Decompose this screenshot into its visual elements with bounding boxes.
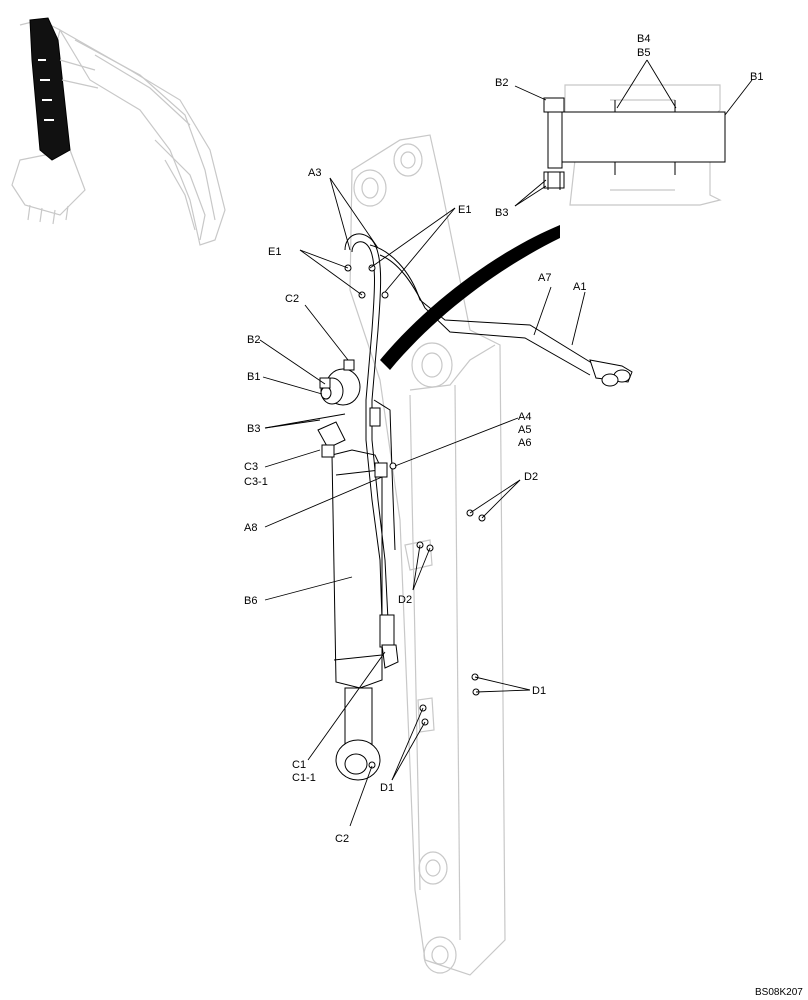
excavator-thumbnail: [11, 17, 226, 246]
label-d1-right: D1: [532, 685, 546, 697]
label-c1: C1: [292, 759, 306, 771]
label-d2-right: D2: [524, 471, 538, 483]
label-d2-mid: D2: [398, 594, 412, 606]
label-e1-right: E1: [458, 204, 471, 216]
leader-lines: [259, 59, 753, 827]
label-b1-main: B1: [247, 371, 260, 383]
label-b2-inset: B2: [495, 77, 508, 89]
label-b3-main: B3: [247, 423, 260, 435]
label-b1-inset: B1: [750, 71, 763, 83]
label-e1-left: E1: [268, 246, 281, 258]
label-a4: A4: [518, 411, 531, 423]
label-c1-1: C1-1: [292, 772, 316, 784]
label-a7: A7: [538, 272, 551, 284]
label-a3: A3: [308, 167, 321, 179]
label-c2-top: C2: [285, 293, 299, 305]
label-a6: A6: [518, 437, 531, 449]
label-a1: A1: [573, 281, 586, 293]
label-b6: B6: [244, 595, 257, 607]
callout-labels: A3 E1 E1 C2 B2 B1 B3 C3 C3-1 A4 A5 A6 A8…: [244, 33, 803, 998]
hose-band: [380, 225, 560, 370]
arm-body: [349, 134, 506, 976]
label-b4: B4: [637, 33, 650, 45]
pin-detail-inset: [543, 84, 726, 206]
label-a8: A8: [244, 522, 257, 534]
label-d1-mid: D1: [380, 782, 394, 794]
label-b3-inset: B3: [495, 207, 508, 219]
label-a5: A5: [518, 424, 531, 436]
label-b2-main: B2: [247, 334, 260, 346]
label-c2-bottom: C2: [335, 833, 349, 845]
label-c3: C3: [244, 461, 258, 473]
hydraulic-piping: [344, 233, 633, 669]
head-pin: [319, 359, 361, 406]
drawing-code: BS08K207: [755, 987, 803, 998]
arm-cylinder: [317, 421, 383, 781]
label-c3-1: C3-1: [244, 476, 268, 488]
label-b5: B5: [637, 47, 650, 59]
